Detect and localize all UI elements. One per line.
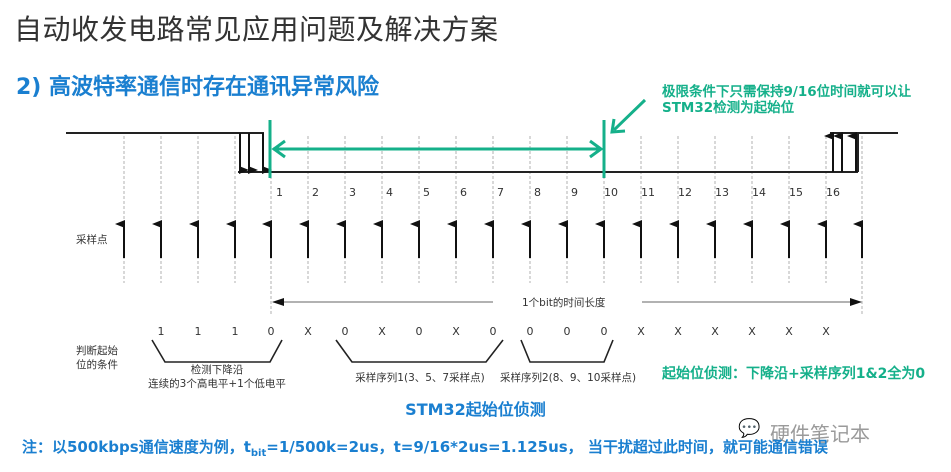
sample-value: X: [378, 325, 386, 338]
bit-number: 11: [641, 186, 655, 199]
callout-text: 极限条件下只需保持9/16位时间就可以让 STM32检测为起始位: [662, 84, 911, 116]
page-title: 自动收发电路常见应用问题及解决方案: [14, 13, 499, 46]
sample-value: X: [637, 325, 645, 338]
sample-value: 0: [267, 325, 275, 338]
green-span-indicator: [268, 98, 647, 178]
signal-waveform: [66, 132, 898, 173]
sample-point-arrows: [115, 220, 863, 258]
bit-number: 15: [789, 186, 803, 199]
sample-value: 0: [600, 325, 608, 338]
start-bit-detect-rule: 起始位侦测：下降沿+采样序列1&2全为0: [662, 366, 926, 382]
sample-value: X: [748, 325, 756, 338]
bit-number: 2: [312, 186, 319, 199]
sample-sequence-2-caption: 采样序列2(8、9、10采样点): [499, 372, 637, 384]
bit-number: 1: [276, 186, 283, 199]
bit-number: 4: [386, 186, 393, 199]
sample-value: 0: [563, 325, 571, 338]
sample-value: X: [674, 325, 682, 338]
rising-edge-arrows: [824, 132, 857, 172]
bit-number: 5: [423, 186, 430, 199]
callout-line-2: STM32检测为起始位: [662, 100, 795, 116]
sample-value: X: [711, 325, 719, 338]
sample-value: 1: [157, 325, 165, 338]
sample-value: 0: [415, 325, 423, 338]
bit-number: 3: [349, 186, 356, 199]
bit-number: 7: [497, 186, 504, 199]
bit-number: 16: [826, 186, 840, 199]
bit-number: 8: [534, 186, 541, 199]
sample-value: X: [785, 325, 793, 338]
start-condition-label: 判断起始 位的条件: [76, 345, 118, 371]
callout-line-1: 极限条件下只需保持9/16位时间就可以让: [662, 84, 912, 100]
sample-value: 1: [194, 325, 202, 338]
grid-lines: [123, 136, 863, 315]
sample-point-label: 采样点: [76, 234, 108, 246]
bit-number: 14: [752, 186, 766, 199]
diagram-caption: STM32起始位侦测: [405, 400, 546, 419]
condition-brackets: [151, 339, 614, 363]
falling-edge-arrows: [239, 133, 272, 174]
falling-edge-caption: 检测下降沿 连续的3个高电平+1个低电平: [148, 364, 286, 390]
section-subtitle: 2) 高波特率通信时存在通讯异常风险: [16, 75, 380, 100]
sample-value: 0: [341, 325, 349, 338]
watermark-text: 硬件笔记本: [770, 422, 870, 446]
footnote: 注：以500kbps通信速度为例，tbit=1/500k=2us，t=9/16*…: [22, 438, 828, 459]
bit-number: 9: [571, 186, 578, 199]
bit-number: 12: [678, 186, 692, 199]
sample-sequence-1-caption: 采样序列1(3、5、7采样点): [355, 372, 485, 384]
wechat-icon: 💬: [738, 418, 761, 439]
sample-value: 1: [231, 325, 239, 338]
sample-value: 0: [489, 325, 497, 338]
bit-number: 13: [715, 186, 729, 199]
sample-value: X: [304, 325, 312, 338]
bit-number: 10: [604, 186, 618, 199]
sample-value: X: [822, 325, 830, 338]
bit-number: 6: [460, 186, 467, 199]
sample-value: 0: [526, 325, 534, 338]
sample-value: X: [452, 325, 460, 338]
bit-time-label: 1个bit的时间长度: [522, 297, 606, 309]
